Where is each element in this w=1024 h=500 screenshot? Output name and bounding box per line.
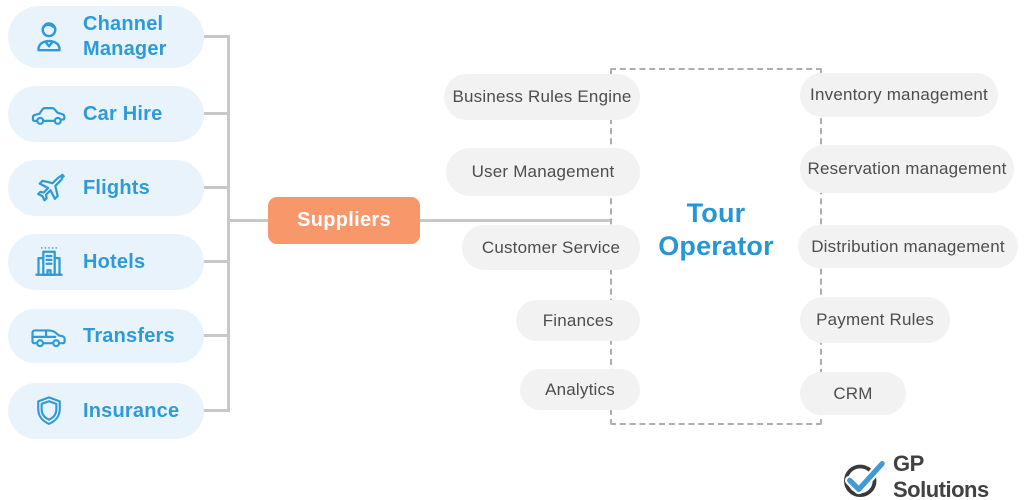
service-pill-label: User Management (471, 162, 615, 181)
service-pill-label: CRM (833, 383, 873, 403)
supplier-pill-insurance: Insurance (8, 383, 204, 439)
service-pill-crm: CRM (800, 372, 906, 415)
plane-icon (30, 169, 68, 207)
service-pill-label: Analytics (545, 379, 615, 399)
supplier-pill-hotels: Hotels (8, 234, 204, 290)
service-pill-payment-rules: Payment Rules (800, 297, 950, 343)
connector-stub-car-hire (200, 112, 230, 115)
supplier-pill-label: Channel Manager (83, 13, 167, 60)
hotel-icon (30, 243, 68, 281)
service-pill-label: Reservation management (807, 159, 1007, 178)
service-pill-analytics: Analytics (520, 369, 640, 410)
supplier-pill-car-hire: Car Hire (8, 86, 204, 142)
shield-icon (30, 392, 68, 430)
service-pill-customer-service: Customer Service (462, 225, 640, 270)
supplier-pill-channel-manager: Channel Manager (8, 6, 204, 68)
connector-suppliers-to-tour-operator (420, 219, 611, 222)
suppliers-label: Suppliers (297, 209, 391, 231)
service-pill-label: Customer Service (481, 237, 621, 257)
service-pill-reservation-management: Reservation management (800, 145, 1014, 193)
supplier-pill-flights: Flights (8, 160, 204, 216)
service-pill-label: Finances (542, 310, 614, 330)
connector-stub-flights (200, 186, 230, 189)
tour-operator-title: Tour Operator (658, 198, 774, 261)
logo-brand-text: GP Solutions (893, 451, 989, 500)
supplier-pill-label: Flights (83, 176, 150, 199)
connector-stub-hotels (200, 260, 230, 263)
connector-stub-insurance (200, 409, 230, 412)
supplier-pill-label: Car Hire (83, 102, 163, 125)
supplier-pill-label: Transfers (83, 324, 175, 347)
connector-stub-channel-manager (200, 35, 230, 38)
supplier-pill-label: Hotels (83, 250, 146, 273)
service-pill-business-rules-engine: Business Rules Engine (444, 74, 640, 120)
connector-trunk-to-suppliers (227, 219, 268, 222)
service-pill-label: Distribution management (811, 236, 1005, 256)
van-icon (30, 317, 68, 355)
service-pill-distribution-management: Distribution management (798, 225, 1018, 268)
connector-stub-transfers (200, 334, 230, 337)
check-circle-icon (842, 456, 888, 498)
supplier-pill-label: Insurance (83, 399, 180, 422)
service-pill-label: Business Rules Engine (452, 87, 632, 106)
service-pill-inventory-management: Inventory management (800, 73, 998, 117)
service-pill-user-management: User Management (446, 148, 640, 196)
gp-solutions-logo: GP Solutions (842, 451, 1024, 500)
car-icon (30, 95, 68, 133)
service-pill-finances: Finances (516, 300, 640, 341)
person-icon (30, 18, 68, 56)
service-pill-label: Inventory management (810, 85, 988, 104)
supplier-pill-transfers: Transfers (8, 309, 204, 363)
suppliers-box: Suppliers (268, 197, 420, 244)
connector-trunk (227, 35, 230, 412)
service-pill-label: Payment Rules (816, 310, 934, 329)
